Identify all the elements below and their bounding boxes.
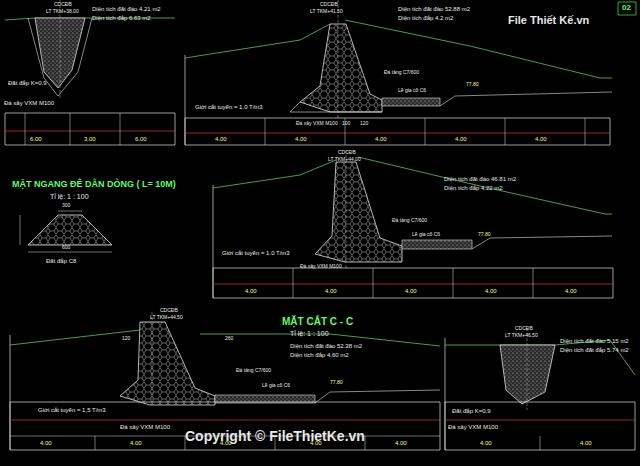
annotation-text: 4.00 bbox=[130, 440, 142, 447]
annotation-text: 4.00 bbox=[40, 440, 52, 447]
annotation-text: Lề gia cố C6 bbox=[262, 383, 290, 389]
annotation-text: Diện tích đất đào 52.88 m2 bbox=[398, 6, 470, 13]
annotation-text: Tỉ lệ: 1 : 100 bbox=[50, 193, 89, 201]
annotation-text: Đá xây VXM M100 bbox=[448, 424, 498, 431]
annotation-text: 4.00 bbox=[325, 288, 337, 295]
annotation-text: 3.00 bbox=[84, 136, 96, 143]
annotation-text: Đá xây VXM M100 bbox=[296, 121, 338, 127]
annotation-text: 4.00 bbox=[455, 136, 467, 143]
annotation-text: 77.80 bbox=[478, 232, 491, 238]
annotation-text: 4.00 bbox=[480, 440, 492, 447]
annotation-text: 120 bbox=[360, 121, 368, 127]
annotation-text: 4.00 bbox=[485, 288, 497, 295]
annotation-text: Diện tích đắp 4.60 m2 bbox=[290, 352, 349, 359]
annotation-text: LT TKM+46.50 bbox=[505, 333, 538, 339]
annotation-text: Diện tích đắp 4.22 m2 bbox=[444, 185, 503, 192]
annotation-text: 6.00 bbox=[135, 136, 147, 143]
annotation-text: CDCĐB bbox=[515, 326, 533, 332]
annotation-text: LT TKM+38.00 bbox=[46, 9, 79, 15]
annotation-text: Lề gia cố C6 bbox=[398, 88, 426, 94]
annotation-text: 100 bbox=[342, 121, 350, 127]
annotation-text: Đá xây VXM M100 bbox=[300, 264, 342, 270]
annotation-text: 4.00 bbox=[395, 440, 407, 447]
annotation-text: CDCĐB bbox=[338, 150, 356, 156]
annotation-text: 4.00 bbox=[535, 136, 547, 143]
annotation-text: CDCĐB bbox=[160, 308, 178, 314]
annotation-text: 4.00 bbox=[405, 288, 417, 295]
annotation-text: Đất đắp K=0.9 bbox=[8, 80, 47, 87]
annotation-text: Đất đắp C8 bbox=[46, 258, 76, 265]
annotation-text: 300 bbox=[62, 203, 70, 209]
annotation-text: Giới cắt tuyến = 1.0 T/m3 bbox=[222, 250, 290, 257]
annotation-text: 77.80 bbox=[330, 380, 343, 386]
annotation-text: CDCĐB bbox=[54, 2, 72, 8]
annotation-text: Lề gia cố C6 bbox=[412, 232, 440, 238]
annotation-text: Đất đắp K=0.9 bbox=[452, 408, 491, 415]
annotation-text: LT TKM+44.00 bbox=[328, 157, 361, 163]
annotation-text: Tỉ lệ: 1 : 100 bbox=[290, 330, 329, 338]
annotation-text: CDCĐB bbox=[320, 2, 338, 8]
annotation-text: 120 bbox=[122, 336, 130, 342]
annotation-text: 4.00 bbox=[580, 440, 592, 447]
annotation-text: 4.00 bbox=[295, 136, 307, 143]
heading-text: Copyright © FileThietKe.vn bbox=[185, 429, 365, 444]
annotation-text: Diện tích đắp 4.2 m2 bbox=[398, 15, 453, 22]
annotation-text: Diện tích đất đào 46.81 m2 bbox=[444, 176, 516, 183]
annotation-text: Diện tích đất đào 4.21 m2 bbox=[92, 6, 161, 13]
annotation-text: 6.00 bbox=[30, 136, 42, 143]
annotation-text: Diện tích đất đào 52.38 m2 bbox=[290, 343, 362, 350]
annotation-text: 600 bbox=[62, 245, 70, 251]
annotation-text: Giới cắt tuyến = 1.0 T/m3 bbox=[195, 104, 263, 111]
annotation-text: Đá xây VXM M100 bbox=[4, 100, 54, 107]
annotation-text: 4.00 bbox=[375, 136, 387, 143]
heading-text: File Thiết Kế.vn bbox=[508, 14, 589, 26]
annotation-text: 4.00 bbox=[245, 288, 257, 295]
annotation-text: 77.80 bbox=[466, 82, 479, 88]
annotation-text: Đá tảng C7/600 bbox=[236, 368, 271, 374]
annotation-text: 4.00 bbox=[565, 288, 577, 295]
annotation-text: Diện tích đắp 6.63 m2 bbox=[92, 15, 151, 22]
annotation-text: Đá tảng C7/600 bbox=[392, 218, 427, 224]
annotation-text: 02 bbox=[622, 4, 631, 13]
heading-text: MẶT NGANG ĐÊ DẪN DÒNG ( L= 10M) bbox=[12, 180, 176, 190]
annotation-text: Đá tảng C7/600 bbox=[384, 70, 419, 76]
annotation-text: LT TKM+41.50 bbox=[310, 9, 343, 15]
annotation-text: 4.00 bbox=[215, 136, 227, 143]
heading-text: MẶT CẮT C - C bbox=[282, 316, 353, 327]
annotation-text: 260 bbox=[225, 336, 233, 342]
annotation-text: Giới cắt tuyến = 1,5 T/m3 bbox=[38, 407, 106, 414]
annotation-text: Diện tích đất đắp 5.74 m2 bbox=[560, 347, 629, 354]
annotation-text: LT TKM+44.50 bbox=[150, 315, 183, 321]
annotation-text: Diện tích đất đào 5.15 m2 bbox=[560, 338, 629, 345]
annotation-text: Đá xây VXM M100 bbox=[120, 424, 170, 431]
